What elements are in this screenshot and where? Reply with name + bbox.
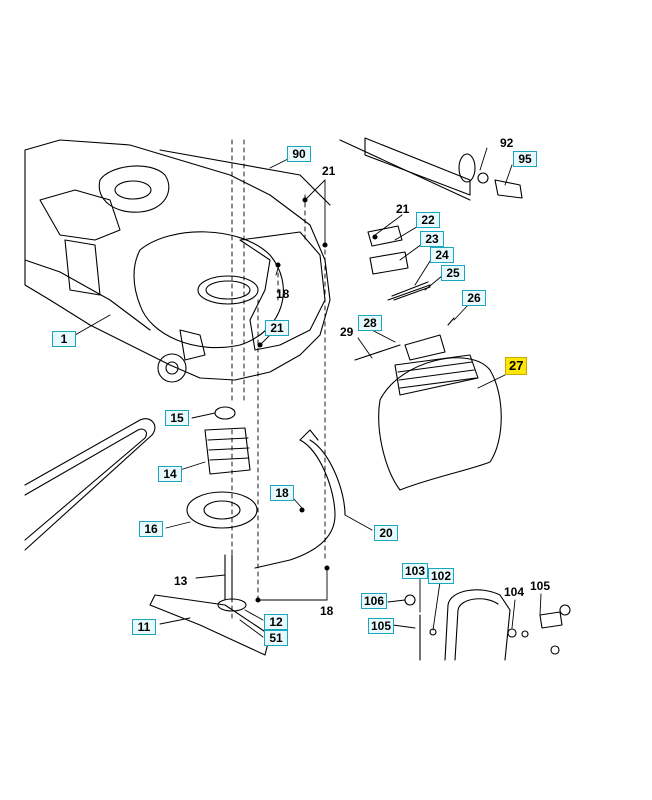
- roller-assembly: [339, 137, 523, 201]
- blade: [149, 594, 271, 656]
- callout-12: 12: [264, 614, 288, 630]
- callout-11: 11: [132, 619, 156, 635]
- callout-15: 15: [165, 410, 189, 426]
- deflector-rod: [254, 429, 346, 569]
- assembly-axis-lines: [231, 139, 326, 621]
- callout-1: 1: [52, 331, 76, 347]
- spindle-assembly: [186, 406, 258, 601]
- callout-22: 22: [416, 212, 440, 228]
- callout-105-right: 105: [530, 579, 551, 593]
- callout-51: 51: [264, 630, 288, 646]
- leader-lines: [74, 147, 542, 638]
- callout-18-middle: 18: [270, 485, 294, 501]
- callout-18-bottom: 18: [320, 604, 334, 618]
- callout-14: 14: [158, 466, 182, 482]
- callout-27-highlighted: 27: [505, 357, 528, 375]
- mower-deck: [24, 139, 331, 383]
- callout-26: 26: [462, 290, 486, 306]
- callout-104: 104: [504, 585, 525, 599]
- v-belt: [24, 418, 156, 551]
- callout-28: 28: [358, 315, 382, 331]
- callout-21-top: 21: [322, 164, 336, 178]
- callout-16: 16: [139, 521, 163, 537]
- callout-105-left: 105: [368, 618, 395, 634]
- callout-103: 103: [402, 563, 429, 579]
- callout-23: 23: [420, 231, 444, 247]
- callout-106: 106: [361, 593, 388, 609]
- callout-13: 13: [174, 574, 188, 588]
- callout-21-deck: 21: [265, 320, 289, 336]
- callout-20: 20: [374, 525, 398, 541]
- latch-bracket: [367, 225, 455, 326]
- handle-parts: [404, 589, 571, 661]
- callout-24: 24: [430, 247, 454, 263]
- callout-21-bracket: 21: [396, 202, 410, 216]
- callout-90: 90: [287, 146, 311, 162]
- fasteners: [255, 197, 378, 603]
- callout-25: 25: [441, 265, 465, 281]
- callout-92: 92: [500, 136, 514, 150]
- callout-18-deck: 18: [276, 287, 290, 301]
- callout-95: 95: [513, 151, 537, 167]
- discharge-chute: [354, 334, 502, 491]
- callout-29: 29: [340, 325, 354, 339]
- callout-102: 102: [428, 568, 455, 584]
